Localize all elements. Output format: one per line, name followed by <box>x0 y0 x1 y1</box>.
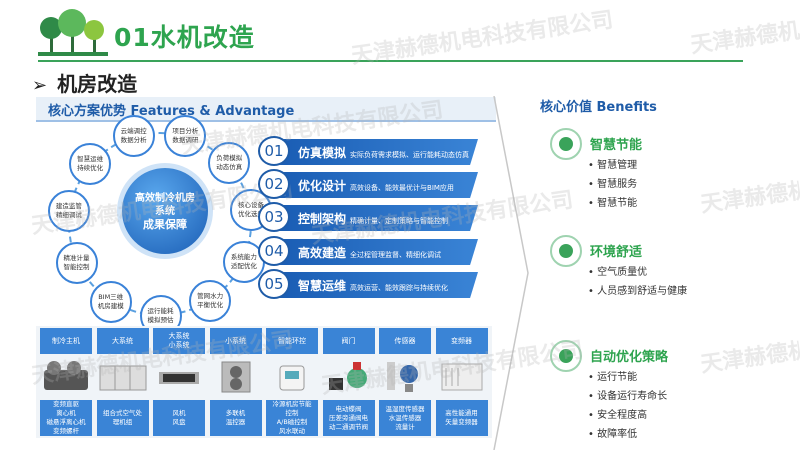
equipment-header: 智能环控 <box>266 328 318 354</box>
diagram-node: 管网水力 平衡优化 <box>189 280 232 323</box>
watermark-text: 天津赫德机电科技有限公司 <box>699 173 800 218</box>
header-divider <box>38 60 743 62</box>
core-label-2: 系统 <box>155 206 175 217</box>
features-title: 核心方案优势 Features & Advantage <box>48 104 295 119</box>
benefit-title: 自动优化策略 <box>590 350 669 365</box>
equipment-image-icon <box>279 365 305 391</box>
diagram-node: 智慧运维 持续优化 <box>69 143 112 186</box>
step-number: 01 <box>258 136 290 166</box>
benefit-item: 故障率低 <box>588 425 667 444</box>
benefit-icon <box>550 235 582 267</box>
page-title: 01水机改造 <box>114 23 255 52</box>
diagram-node: BIM三维 机房建模 <box>89 280 132 323</box>
diagram-node: 建造监管 精细调试 <box>47 190 90 233</box>
equipment-label: 组合式空气处 理机组 <box>96 400 149 436</box>
benefit-items: 运行节能设备运行寿命长安全程度高故障率低 <box>588 368 667 444</box>
equipment-image-icon <box>387 362 418 392</box>
step-title: 控制架构 <box>298 212 347 226</box>
section-heading-text: 机房改造 <box>57 72 138 96</box>
equipment-label: 冷源机房节能 控制 A/B磁控制 风水联动 <box>266 400 318 436</box>
arrow-right-icon: ➢ <box>32 75 48 96</box>
features-header: 核心方案优势 Features & Advantage <box>36 97 496 121</box>
equipment-image-icon <box>99 365 146 391</box>
equipment-image-icon <box>328 362 367 390</box>
diagram-node: 精准计量 智能控制 <box>55 241 98 284</box>
step-title: 仿真模拟 <box>298 146 347 160</box>
equipment-label: 高性能通用 矢量变频器 <box>435 400 488 436</box>
core-label-3: 成果保障 <box>143 218 187 231</box>
benefit-item: 安全程度高 <box>588 406 667 425</box>
equipment-label: 电动蝶阀 压差旁通阀电 动二通调节阀 <box>322 400 375 436</box>
step-title: 智慧运维 <box>298 279 347 293</box>
benefit-icon <box>550 340 582 372</box>
trees-logo-icon <box>38 9 108 56</box>
equipment-header: 大系统 <box>96 328 149 354</box>
step-bar: 仿真模拟实际负荷需求模拟、运行能耗动态仿真 <box>280 139 478 165</box>
equipment-label: 温湿度传感器 水温传感器 流量计 <box>379 400 431 436</box>
step-desc: 实际负荷需求模拟、运行能耗动态仿真 <box>350 151 470 159</box>
step-desc: 全过程管理监督、精细化调试 <box>350 251 442 259</box>
benefit-item: 智慧管理 <box>588 156 637 175</box>
diagram-node: 负荷模拟 动态仿真 <box>208 142 251 185</box>
benefit-title: 智慧节能 <box>590 138 643 153</box>
benefit-title: 环境舒适 <box>590 245 643 260</box>
step-desc: 精确计量、定制策略与智能控制 <box>350 217 449 225</box>
benefit-item: 智慧节能 <box>588 194 637 213</box>
equipment-image-icon <box>221 361 250 393</box>
step-desc: 高效运营、能效跟踪与持续优化 <box>350 284 449 292</box>
benefit-icon <box>550 128 582 160</box>
chevron-divider-icon <box>493 96 529 450</box>
equipment-header: 变频器 <box>435 328 488 354</box>
benefit-item: 智慧服务 <box>588 175 637 194</box>
benefit-items: 智慧管理智慧服务智慧节能 <box>588 156 637 213</box>
step-number: 05 <box>258 269 290 299</box>
equipment-image-icon <box>44 361 88 390</box>
diagram-node: 云端调控 数据分析 <box>112 114 155 157</box>
step-title: 高效建造 <box>298 246 347 260</box>
step-bar: 高效建造全过程管理监督、精细化调试 <box>280 239 478 265</box>
core-label-1: 高效制冷机房 <box>135 193 195 204</box>
equipment-header: 大系统 小系统 <box>153 328 205 354</box>
step-bar: 控制架构精确计量、定制策略与智能控制 <box>280 205 478 231</box>
benefit-item: 空气质量优 <box>588 263 687 282</box>
step-title: 优化设计 <box>298 179 347 193</box>
benefit-item: 设备运行寿命长 <box>588 387 667 406</box>
equipment-header: 制冷主机 <box>40 328 92 354</box>
step-bar: 智慧运维高效运营、能效跟踪与持续优化 <box>280 272 478 298</box>
equipment-image-icon <box>159 372 199 384</box>
equipment-label: 变频直驱 离心机 磁悬浮离心机 变频螺杆 <box>40 400 92 436</box>
equipment-label: 风机 风盘 <box>153 400 205 436</box>
watermark-text: 天津赫德机电科技有限公司 <box>689 12 800 59</box>
benefit-items: 空气质量优人员感到舒适与健康 <box>588 263 687 301</box>
benefits-title: 核心价值 Benefits <box>540 100 657 115</box>
step-bar: 优化设计高效设备、能效最优计与BIM应用 <box>280 172 478 198</box>
diagram-node: 项目分析 数据调研 <box>164 114 207 157</box>
section-heading: ➢ 机房改造 <box>32 68 137 97</box>
equipment-header: 阀门 <box>322 328 375 354</box>
features-header-underline <box>36 120 496 122</box>
benefit-item: 人员感到舒适与健康 <box>588 282 687 301</box>
diagram-node: 系统能力 适配优化 <box>222 240 265 283</box>
equipment-image-icon <box>441 363 482 391</box>
step-desc: 高效设备、能效最优计与BIM应用 <box>350 184 454 192</box>
step-number: 03 <box>258 202 290 232</box>
benefit-item: 运行节能 <box>588 368 667 387</box>
diagram-core: 高效制冷机房 系统 成果保障 <box>117 163 213 259</box>
equipment-header: 小系统 <box>209 328 262 354</box>
equipment-header: 传感器 <box>379 328 431 354</box>
watermark-text: 天津赫德机电科技有限公司 <box>699 333 800 378</box>
step-number: 02 <box>258 169 290 199</box>
step-number: 04 <box>258 236 290 266</box>
equipment-label: 多联机 温控器 <box>209 400 262 436</box>
